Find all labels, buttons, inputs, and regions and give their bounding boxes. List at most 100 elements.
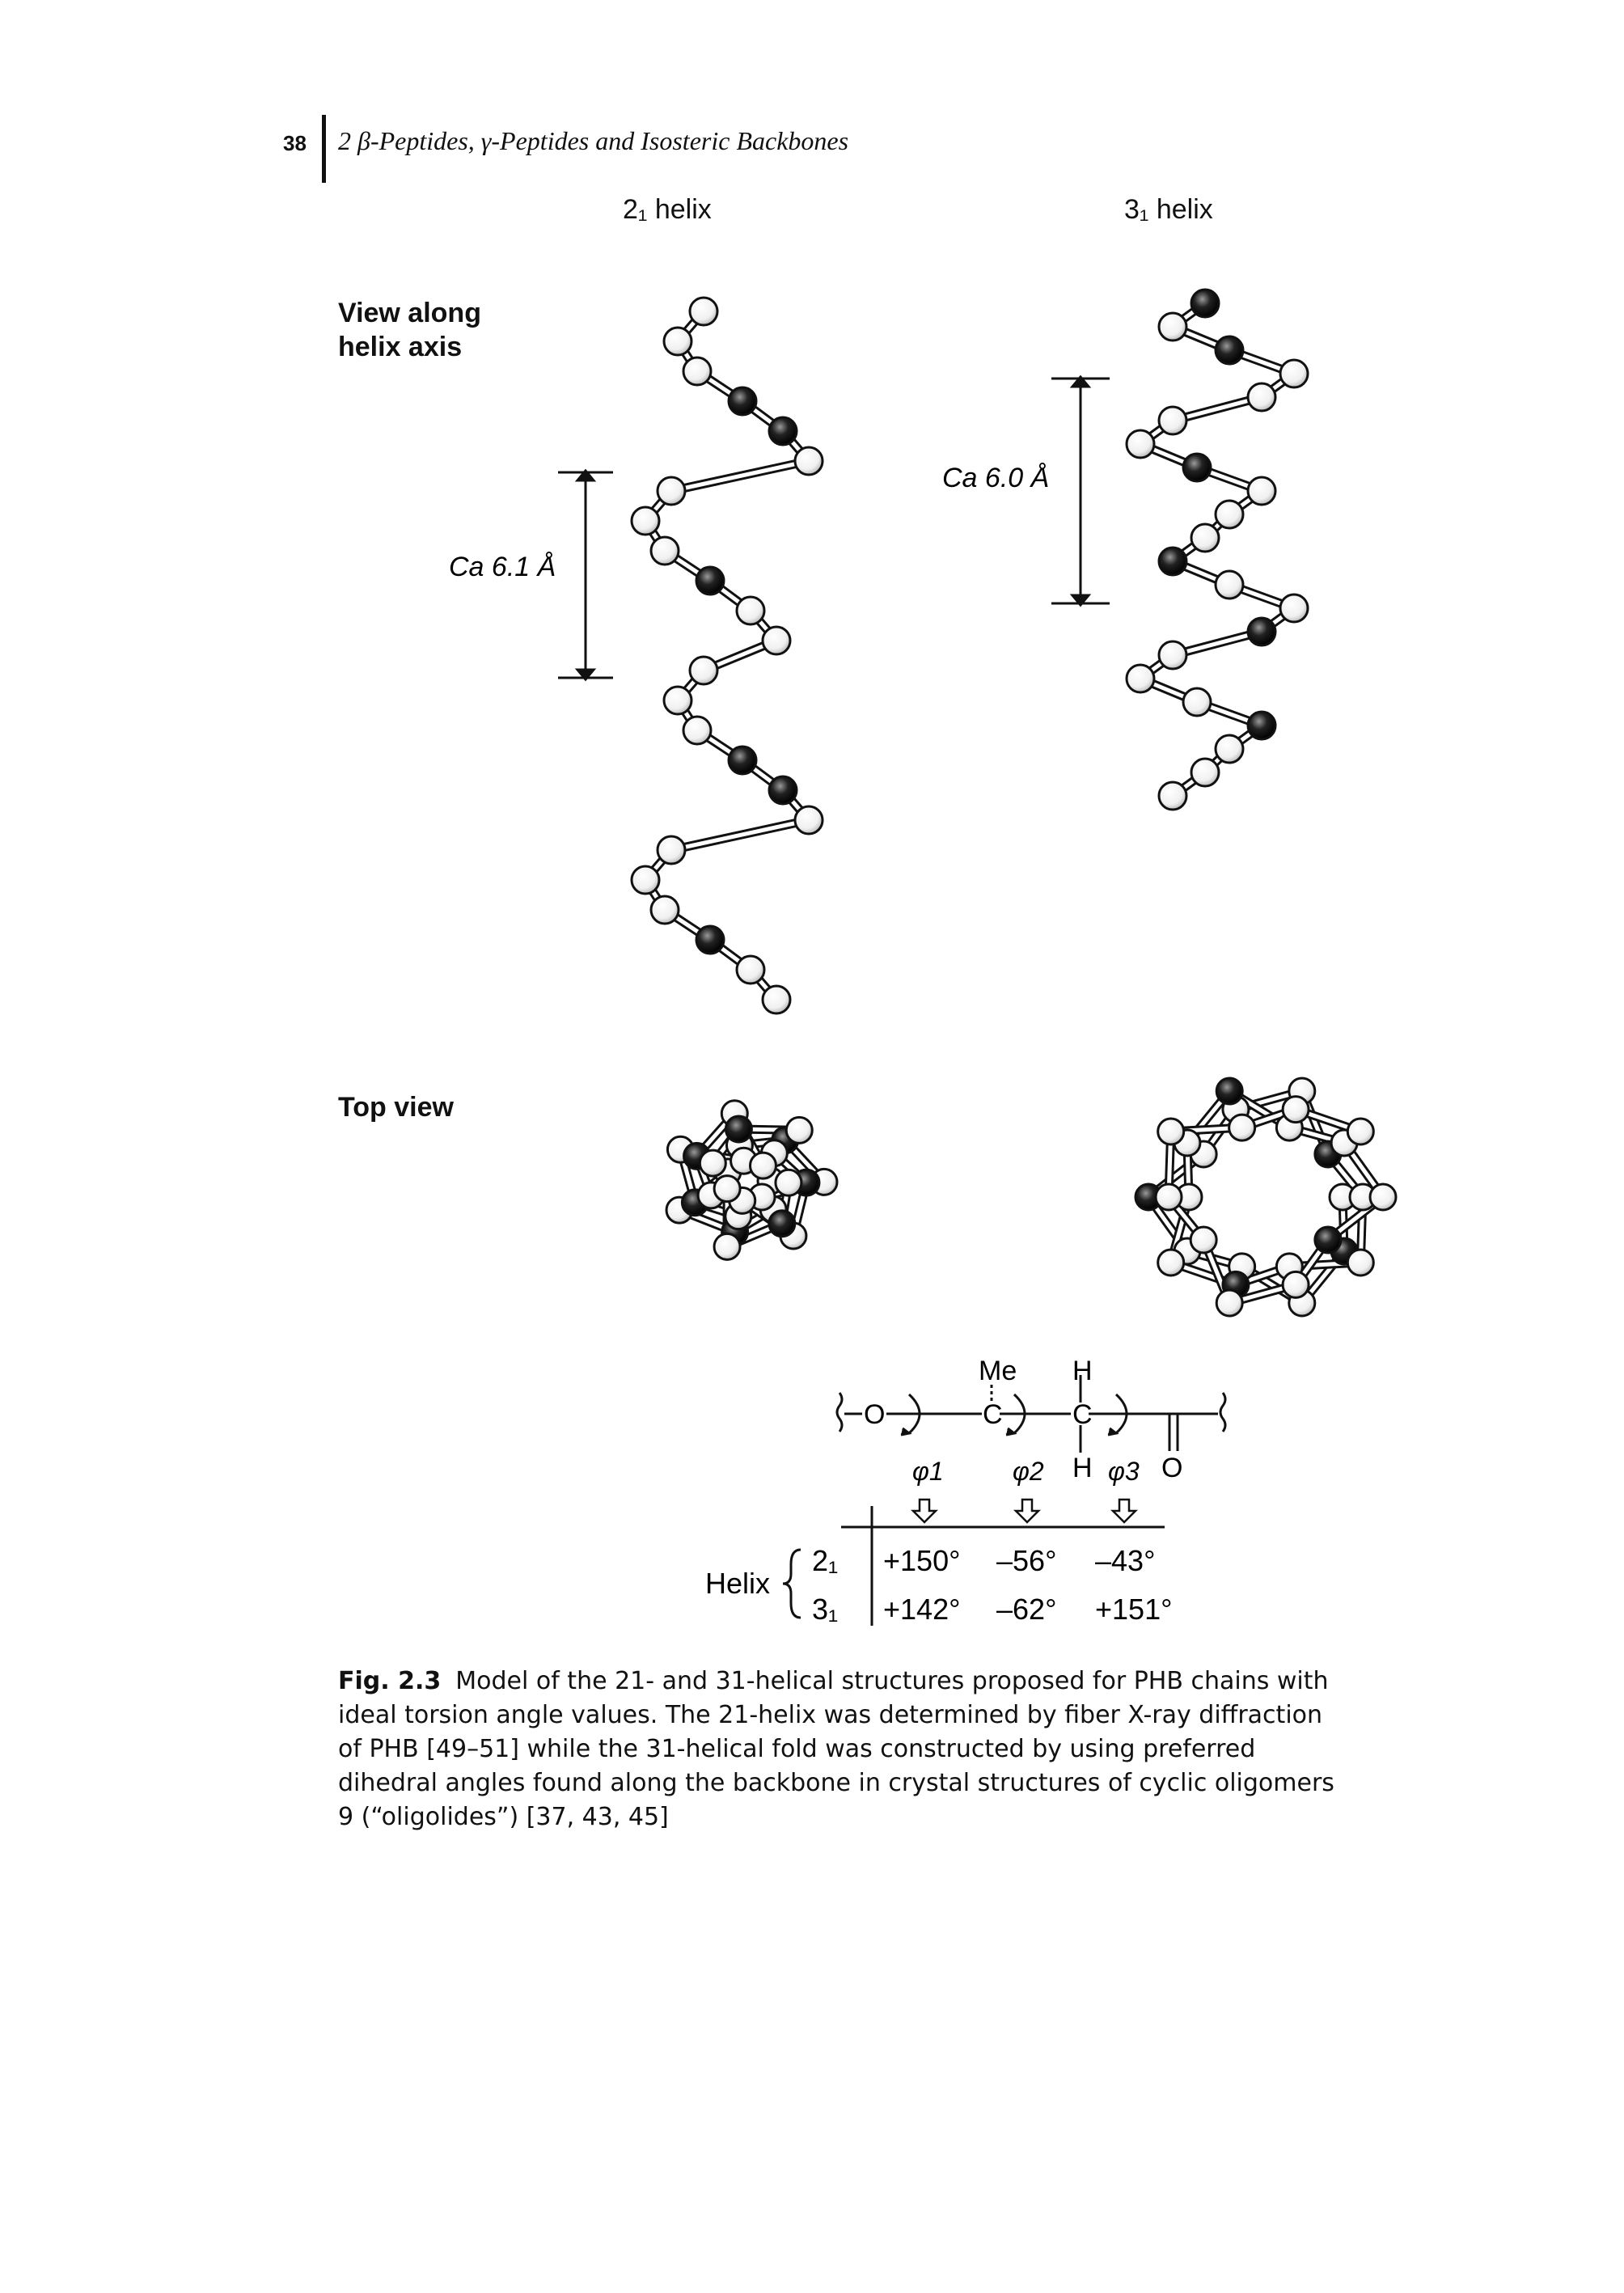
carbon-atom [688, 296, 719, 327]
oxygen-atom [1313, 1225, 1343, 1254]
carbon-atom [713, 1174, 742, 1204]
carbon-atom [656, 476, 687, 506]
carbon-atom [1157, 1248, 1186, 1277]
carbon-atom [1346, 1248, 1375, 1277]
carbon-atom [735, 595, 766, 626]
table-row1-phi1: +150° [883, 1544, 960, 1577]
carbon-atom [630, 865, 661, 895]
carbon-atom [682, 715, 713, 746]
carbon-atom [1214, 499, 1245, 530]
helix-3-1-side-view [1125, 288, 1309, 811]
oxygen-atom [1246, 616, 1277, 647]
carbon-atom [656, 835, 687, 865]
row-label-view-along: View along helix axis [338, 296, 481, 364]
col-title-3-1-helix: 3₁ helix [1124, 194, 1213, 225]
bond [670, 459, 810, 493]
scheme-h-top: H [1072, 1356, 1093, 1386]
table-row2-helix: 3₁ [812, 1593, 838, 1626]
row-label-top-view: Top view [338, 1092, 454, 1123]
carbon-atom [1154, 1182, 1183, 1212]
right-distance-marker [1051, 374, 1110, 607]
header-rule [322, 115, 326, 183]
carbon-atom [688, 655, 719, 686]
carbon-atom [1214, 734, 1245, 764]
carbon-atom [1157, 640, 1188, 671]
carbon-atom [698, 1149, 727, 1178]
left-distance-label: Ca 6.1 Å [449, 552, 556, 582]
oxygen-atom [768, 775, 798, 806]
table-row1-phi2: –56° [996, 1544, 1056, 1577]
carbon-atom [662, 326, 693, 357]
table-rules [841, 1506, 1165, 1626]
carbon-atom [630, 506, 661, 536]
oxygen-atom [727, 745, 758, 776]
bond [1172, 629, 1262, 658]
carbon-atom [1125, 429, 1156, 459]
helix-brace [782, 1548, 801, 1619]
row-label-line2: helix axis [338, 332, 463, 362]
oxygen-atom [1190, 288, 1220, 319]
oxygen-atom [768, 1209, 797, 1238]
carbon-atom [1246, 382, 1277, 412]
carbon-atom [1279, 358, 1309, 389]
scheme-c1: C [983, 1399, 1003, 1430]
scheme-phi3: φ3 [1108, 1457, 1140, 1486]
carbon-atom [1157, 405, 1188, 436]
oxygen-atom [1182, 452, 1212, 483]
scheme-c2: C [1072, 1399, 1093, 1430]
carbon-atom [662, 685, 693, 716]
carbon-atom [785, 1115, 814, 1144]
helix-2-1-top-view [665, 1099, 839, 1261]
table-row2-phi2: –62° [996, 1593, 1056, 1626]
bond [1172, 395, 1262, 423]
carbon-atom [793, 446, 824, 476]
oxygen-atom [695, 565, 725, 596]
carbon-atom [1157, 311, 1188, 342]
caption-text: Model of the 21- and 31-helical structur… [338, 1667, 1334, 1831]
scheme-o-carbonyl: O [1161, 1453, 1182, 1483]
carbon-atom [761, 984, 792, 1015]
carbon-atom [713, 1232, 742, 1261]
helix-3-1-top-view [1134, 1077, 1398, 1318]
scheme-phi2: φ2 [1013, 1457, 1044, 1486]
torsion-scheme [835, 1375, 1227, 1453]
carbon-atom [649, 535, 680, 566]
carbon-atom [1281, 1095, 1310, 1124]
carbon-atom [682, 356, 713, 387]
helix-2-1-side-view [630, 296, 824, 1015]
carbon-atom [1346, 1117, 1375, 1146]
carbon-atom [761, 625, 792, 656]
oxygen-atom [1157, 546, 1188, 577]
carbon-atom [1182, 687, 1212, 717]
carbon-atom [1279, 593, 1309, 624]
col-title-2-1-helix: 2₁ helix [623, 194, 712, 225]
carbon-atom [774, 1168, 803, 1197]
carbon-atom [793, 805, 824, 836]
caption-label: Fig. 2.3 [338, 1667, 442, 1695]
table-row2-phi1: +142° [883, 1593, 960, 1626]
bond [670, 818, 810, 852]
carbon-atom [1228, 1113, 1257, 1142]
carbon-atom [748, 1151, 777, 1180]
table-helix-label: Helix [705, 1567, 770, 1600]
table-row1-helix: 2₁ [812, 1544, 838, 1577]
carbon-atom [1189, 1225, 1218, 1254]
scheme-o-left: O [864, 1399, 885, 1430]
down-arrows [910, 1498, 1139, 1524]
table-row2-phi3: +151° [1095, 1593, 1172, 1626]
oxygen-atom [724, 1115, 753, 1144]
oxygen-atom [695, 924, 725, 955]
scheme-h-bottom: H [1072, 1453, 1093, 1483]
oxygen-atom [1246, 710, 1277, 741]
scheme-phi1: φ1 [912, 1457, 944, 1486]
carbon-atom [1281, 1270, 1310, 1299]
carbon-atom [1368, 1182, 1398, 1212]
page-number: 38 [283, 131, 307, 155]
carbon-atom [1157, 781, 1188, 811]
oxygen-atom [727, 386, 758, 417]
carbon-atom [1190, 522, 1220, 553]
carbon-atom [735, 954, 766, 985]
oxygen-atom [768, 416, 798, 446]
